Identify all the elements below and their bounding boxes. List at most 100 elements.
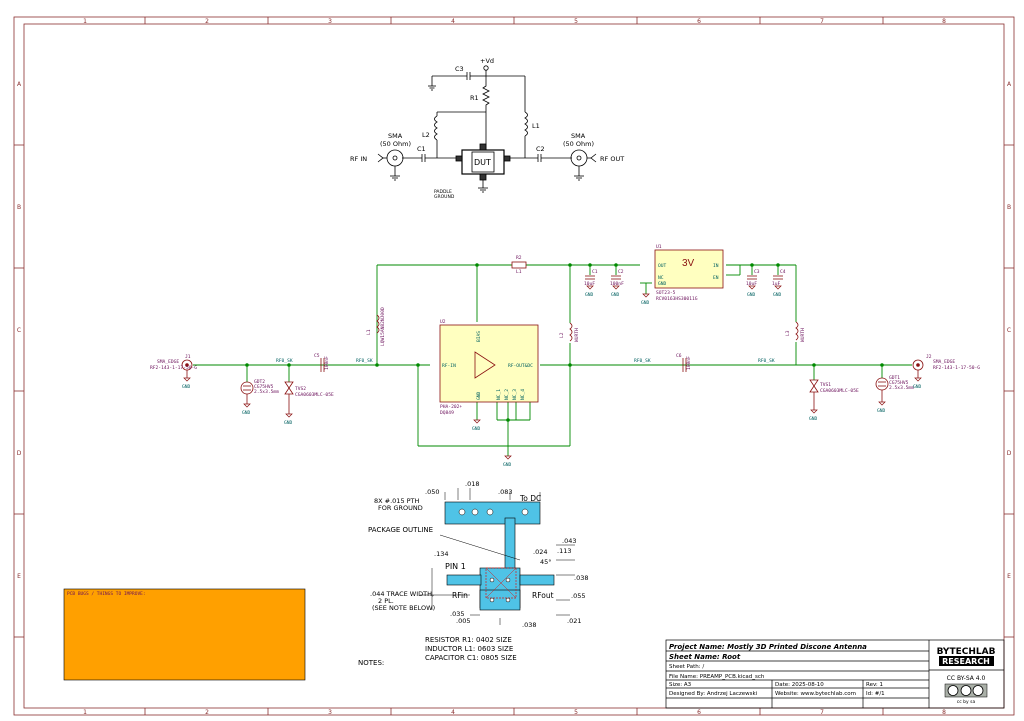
tvs1-ref: TVS1: [820, 382, 831, 388]
rf-in-label: RF IN: [350, 155, 367, 163]
paper-size: Size: A3: [669, 682, 692, 688]
l1-value: LQW15AN82NJ00D: [380, 307, 386, 346]
gnd-label: GND: [182, 384, 191, 390]
todo-box: [63, 588, 306, 681]
col-label: 4: [451, 709, 455, 716]
sma-out-impedance: (50 Ohm): [563, 140, 594, 148]
col-label: 7: [820, 18, 824, 25]
title-block-text: Project Name: Mostly 3D Printed Discone …: [669, 643, 996, 705]
u2-nc1-pin: NC_1: [496, 389, 502, 400]
sheet-id: Id: #/1: [866, 691, 885, 697]
tvs1-value: CGA0603MLC-05E: [820, 388, 859, 394]
dim-038b: .038: [522, 621, 536, 629]
col-label: 6: [697, 709, 701, 716]
resistor-note: RESISTOR R1: 0402 SIZE: [425, 636, 512, 644]
sheet-date: Date: 2025-08-10: [775, 682, 824, 688]
reference-diagram: [377, 65, 597, 193]
c2-value: 100nF: [610, 281, 624, 287]
col-label: 7: [820, 709, 824, 716]
net-label: RF0_SK: [356, 358, 373, 364]
trace-label: .044 TRACE WIDTH,: [370, 590, 434, 598]
dim-035: .035: [450, 610, 464, 618]
gdt2-dims: 2.5x3.5mm: [254, 389, 279, 395]
reference-diagram-labels: +Vd C3 R1 L1 L2 C1 C2 SMA (50 Ohm) SMA (…: [350, 57, 624, 200]
c1-label: C1: [417, 145, 426, 153]
notes-heading: NOTES:: [358, 659, 384, 667]
c4-ref: C4: [780, 269, 786, 275]
l3-ref: L3: [785, 330, 791, 336]
u1-part: RCV0163HS30011G: [656, 296, 698, 302]
frame-labels: 1 2 3 4 5 6 7 8 1 2 3 4 5 6 7 8 A B C D …: [17, 18, 1012, 716]
row-label: A: [1007, 81, 1012, 88]
sheet-path: Sheet Path: /: [669, 664, 704, 670]
website: Website: www.bytechlab.com: [775, 691, 856, 697]
col-label: 2: [205, 709, 209, 716]
u2-nc3-pin: NC_3: [512, 389, 518, 400]
c1-ref: C1: [592, 269, 598, 275]
c3-ref: C3: [754, 269, 760, 275]
gnd-label: GND: [284, 420, 293, 426]
l3-value: WURTH: [800, 328, 806, 342]
col-label: 4: [451, 18, 455, 25]
u1-en-pin: EN: [713, 275, 719, 281]
c5-ref: C5: [314, 353, 320, 359]
logo-research-bg: [939, 656, 994, 666]
u1-package: SOT23-5: [656, 290, 676, 296]
u1-out-pin: OUT: [658, 263, 667, 269]
dim-005: .005: [456, 617, 470, 625]
footprint-drawing: [420, 488, 575, 625]
trace-label-2: 2 PL.: [378, 597, 394, 605]
sheet-name: Sheet Name: Root: [669, 653, 741, 661]
revision: Rev: 1: [866, 682, 883, 688]
j1-footprint: RF2-143-1-17-50-G: [150, 365, 197, 371]
sheet-frame: [13, 16, 1015, 716]
col-label: 1: [83, 709, 87, 716]
l2-value: WURTH: [574, 328, 580, 342]
col-label: 5: [574, 709, 578, 716]
j2-footprint: RF2-143-1-17-50-G: [933, 365, 980, 371]
gnd-label: GND: [877, 408, 886, 414]
r2-ref: R2: [516, 255, 522, 261]
rfout-label: RFout: [532, 591, 554, 600]
dim-050: .050: [425, 488, 439, 496]
pin1-label: PIN 1: [445, 562, 466, 571]
sma-in-impedance: (50 Ohm): [380, 140, 411, 148]
title-block: [665, 639, 1005, 709]
u2-nc2-pin: NC_2: [504, 389, 510, 400]
footprint-labels: .050 .018 .083 To DC 8X #.015 PTH FOR GR…: [368, 480, 588, 629]
u2-nc4-pin: NC_4: [520, 389, 526, 400]
gdt1-ref: GDT1: [889, 375, 900, 381]
u2-ref: U2: [440, 319, 446, 325]
rf-out-label: RF OUT: [600, 155, 624, 163]
gnd-label: GND: [747, 292, 756, 298]
net-label: RF0_SK: [634, 358, 651, 364]
gnd-label: GND: [242, 410, 251, 416]
logo-research: RESEARCH: [942, 657, 990, 666]
schematic-symbols: [181, 249, 924, 414]
row-label: B: [1007, 204, 1011, 211]
dut-label: DUT: [474, 158, 491, 167]
trace-label-3: (SEE NOTE BELOW): [372, 604, 435, 612]
tvs2-value: CGA0603MLC-05E: [295, 392, 334, 398]
c4-value: 1uF: [772, 281, 781, 287]
u2-bias-pin: BIAS: [476, 331, 482, 342]
dim-038a: .038: [574, 574, 588, 582]
package-outline-label: PACKAGE OUTLINE: [368, 526, 433, 534]
by-icon: [960, 685, 972, 696]
project-name: Project Name: Mostly 3D Printed Discone …: [669, 643, 867, 651]
c1-value: 10uF: [584, 281, 595, 287]
row-label: C: [17, 327, 21, 334]
row-label: E: [1007, 573, 1011, 580]
c2-label: C2: [536, 145, 545, 153]
gnd-label: GND: [611, 292, 620, 298]
j2-value: SMA_EDGE: [933, 359, 955, 365]
col-label: 1: [83, 18, 87, 25]
row-label: D: [1007, 450, 1012, 457]
paddle-label: PADDLE: [434, 189, 452, 195]
c6-value: 100nF: [686, 356, 692, 370]
l2-label: L2: [422, 131, 430, 139]
schematic-labels: J1 SMA_EDGE RF2-143-1-17-50-G J2 SMA_EDG…: [150, 244, 980, 468]
l2-ref: L2: [559, 332, 565, 338]
todo-title: PCB BUGS / THINGS TO IMPROVE:: [67, 591, 146, 597]
